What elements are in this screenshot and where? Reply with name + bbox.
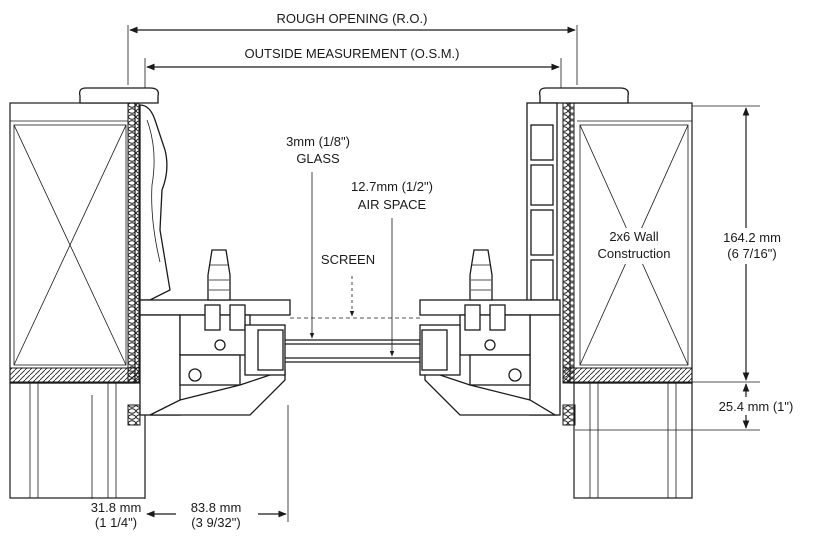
glass-callout: 3mm (1/8") GLASS: [286, 134, 350, 339]
wall-type-label: 2x6 Wall: [609, 229, 658, 244]
wall-callout: 2x6 Wall Construction: [588, 228, 680, 264]
rough-opening-dimension: ROUGH OPENING (R.O.): [127, 10, 578, 85]
right-wall: [538, 87, 693, 499]
left-offset-in-label: (1 1/4"): [95, 515, 137, 530]
left-offset-mm-label: 31.8 mm: [91, 500, 142, 515]
frame-depth-mm-label: 83.8 mm: [191, 500, 242, 515]
screen-label: SCREEN: [321, 252, 375, 267]
rough-opening-label: ROUGH OPENING (R.O.): [277, 11, 428, 26]
height-mm-label: 164.2 mm: [723, 230, 781, 245]
sill-offset-dimension: 25.4 mm (1"): [575, 383, 810, 431]
height-dimension: 164.2 mm (6 7/16"): [692, 105, 804, 383]
frame-depth-in-label: (3 9/32"): [191, 515, 240, 530]
air-space-label: AIR SPACE: [358, 197, 427, 212]
outside-measurement-label: OUTSIDE MEASUREMENT (O.S.M.): [245, 46, 460, 61]
wall-construction-label: Construction: [598, 246, 671, 261]
screen-callout: SCREEN: [321, 252, 375, 317]
glass-thickness-label: 3mm (1/8"): [286, 134, 350, 149]
air-space-callout: 12.7mm (1/2") AIR SPACE: [351, 179, 433, 357]
left-wall: [9, 87, 159, 499]
right-frame-profile: [419, 102, 561, 416]
air-space-thickness-label: 12.7mm (1/2"): [351, 179, 433, 194]
outside-measurement-dimension: OUTSIDE MEASUREMENT (O.S.M.): [144, 44, 562, 100]
glazing: [285, 317, 420, 363]
bottom-dimensions: 31.8 mm (1 1/4") 83.8 mm (3 9/32"): [86, 395, 289, 530]
height-in-label: (6 7/16"): [727, 246, 776, 261]
glass-label: GLASS: [296, 151, 340, 166]
left-frame-profile: [139, 104, 291, 416]
sill-offset-label: 25.4 mm (1"): [719, 399, 794, 414]
